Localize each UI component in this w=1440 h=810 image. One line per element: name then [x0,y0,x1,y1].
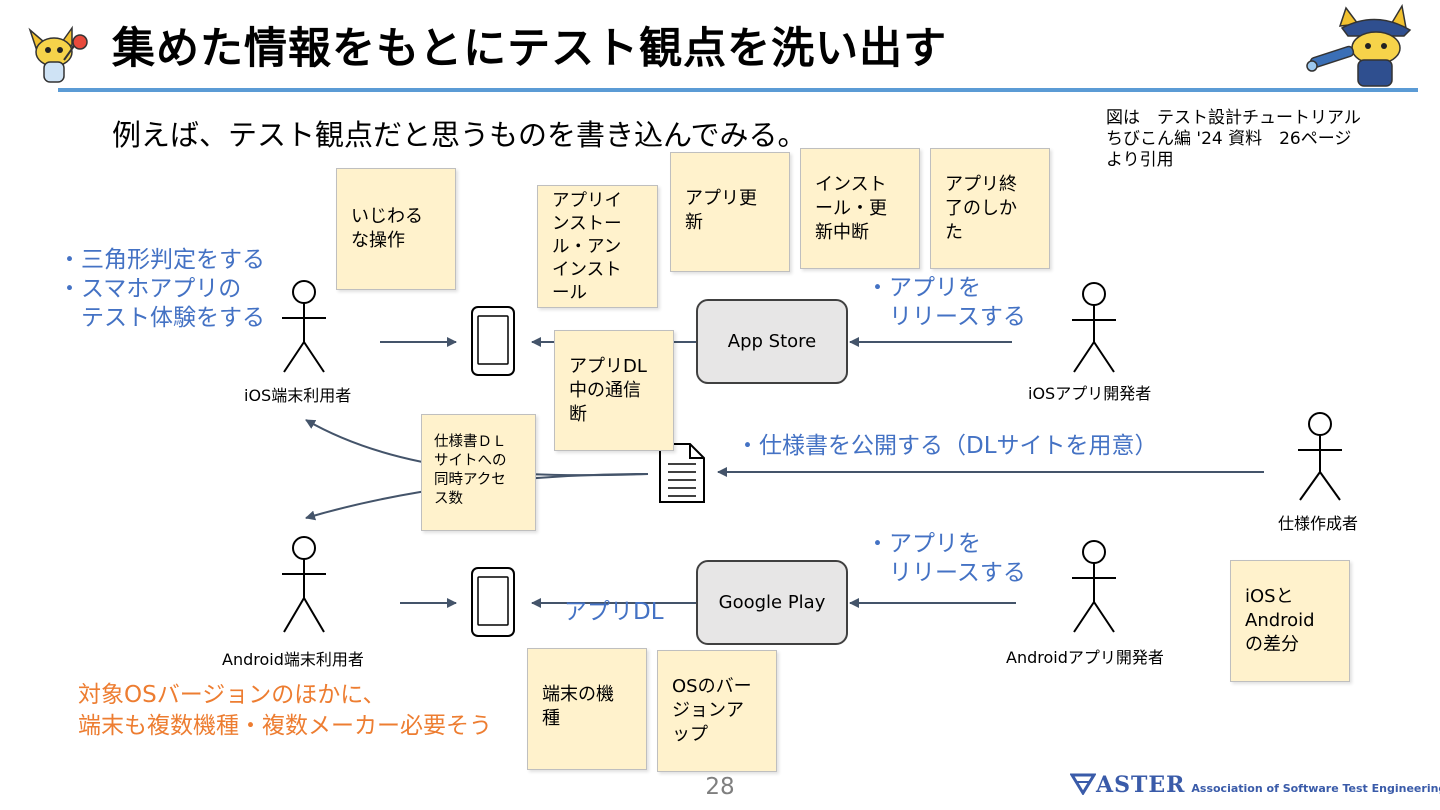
annotation-ios-release: ・アプリを リリースする [866,275,1026,330]
sticky-spec-concurrent: 仕様書ＤＬ サイトへの 同時アクセ ス数 [421,414,536,531]
sticky-install-interrupt: インスト ール・更 新中断 [800,148,920,269]
subtitle: 例えば、テスト観点だと思うものを書き込んでみる。 [112,118,807,152]
annotation-orange-note: 対象OSバージョンのほかに、 端末も複数機種・複数メーカー必要そう [78,682,492,739]
annotation-android-dl: アプリDL [564,599,664,625]
annotation-user-actions: ・三角形判定をする ・スマホアプリの テスト体験をする [58,247,265,331]
android-user-figure [282,536,326,633]
actor-label-ios-user: iOS端末利用者 [244,386,352,405]
sticky-app-exit: アプリ終 了のしか た [930,148,1050,269]
sticky-app-update: アプリ更 新 [670,152,790,272]
logo-sub-text: Association of Software Test Engineering [1191,782,1440,795]
logo-mark-icon [1069,773,1097,796]
sticky-tricky-ops: いじわる な操作 [336,168,456,290]
sticky-os-upgrade: OSのバー ジョンア ップ [657,650,777,772]
annotation-android-release: ・アプリを リリースする [866,531,1026,586]
page-title: 集めた情報をもとにテスト観点を洗い出す [112,24,948,74]
spec-author-figure [1298,412,1342,501]
actor-label-android-user: Android端末利用者 [222,650,364,669]
document-icon [659,443,705,503]
ios-user-figure [282,280,326,373]
google-play-box: Google Play [696,560,848,645]
aster-logo: ASTER Association of Software Test Engine… [1069,772,1440,798]
annotation-spec-publish: ・仕様書を公開する（DLサイトを用意） [736,433,1158,459]
actor-label-spec-author: 仕様作成者 [1278,514,1359,533]
ios-dev-figure [1072,282,1116,373]
sticky-dl-comm-loss: アプリDL 中の通信 断 [554,330,674,451]
source-note: 図は テスト設計チュートリアル ちびこん編 '24 資料 26ページ より引用 [1106,108,1361,170]
android-dev-figure [1072,540,1116,633]
app-store-box: App Store [696,299,848,384]
mascot-icon [28,25,88,83]
mascot-icon [1306,4,1412,87]
title-divider [58,88,1418,92]
sticky-install-uninstall: アプリイ ンストー ル・アン インスト ール [537,185,658,308]
smartphone-icon [471,567,515,637]
logo-main-text: ASTER [1096,772,1186,798]
sticky-device-model: 端末の機 種 [527,648,647,770]
actor-label-android-dev: Androidアプリ開発者 [1006,648,1164,667]
page-number: 28 [705,774,735,800]
actor-label-ios-dev: iOSアプリ開発者 [1028,384,1152,403]
sticky-ios-android-diff: iOSと Android の差分 [1230,560,1350,682]
smartphone-icon [471,306,515,376]
